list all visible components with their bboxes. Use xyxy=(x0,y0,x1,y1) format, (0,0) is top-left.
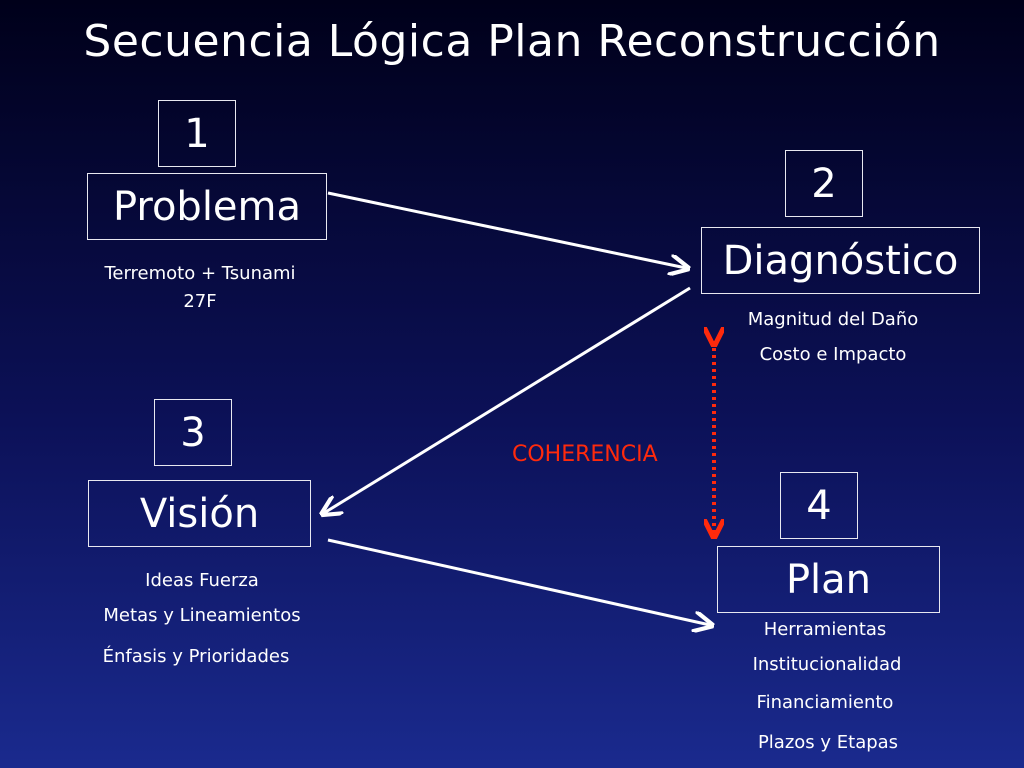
coherence-label: COHERENCIA xyxy=(512,442,658,467)
step-4-number: 4 xyxy=(780,472,858,539)
step-3-vision-box: Visión xyxy=(88,480,311,547)
slide-title: Secuencia Lógica Plan Reconstrucción xyxy=(83,16,941,67)
step-3-note-1: Ideas Fuerza xyxy=(145,570,259,591)
step-1-problema-box: Problema xyxy=(87,173,327,240)
arrow-vision-to-plan xyxy=(327,538,710,625)
step-4-plan-box: Plan xyxy=(717,546,940,613)
step-4-note-3: Financiamiento xyxy=(756,692,894,713)
step-3-number: 3 xyxy=(154,399,232,466)
step-2-number: 2 xyxy=(785,150,863,217)
step-2-note-2: Costo e Impacto xyxy=(759,344,907,365)
step-2-note-1: Magnitud del Daño xyxy=(747,309,919,330)
step-4-note-2: Institucionalidad xyxy=(752,654,902,675)
arrow-problema-to-diagnostico xyxy=(327,191,686,268)
step-4-note-4: Plazos y Etapas xyxy=(757,732,899,753)
step-3-note-3: Énfasis y Prioridades xyxy=(102,646,290,667)
step-4-note-1: Herramientas xyxy=(763,619,887,640)
step-1-note-2: 27F xyxy=(183,291,217,312)
arrow-diagnostico-to-vision xyxy=(324,286,691,513)
step-3-note-2: Metas y Lineamientos xyxy=(103,605,301,626)
step-2-diagnostico-box: Diagnóstico xyxy=(701,227,980,294)
step-1-note-1: Terremoto + Tsunami xyxy=(104,263,296,284)
step-1-number: 1 xyxy=(158,100,236,167)
